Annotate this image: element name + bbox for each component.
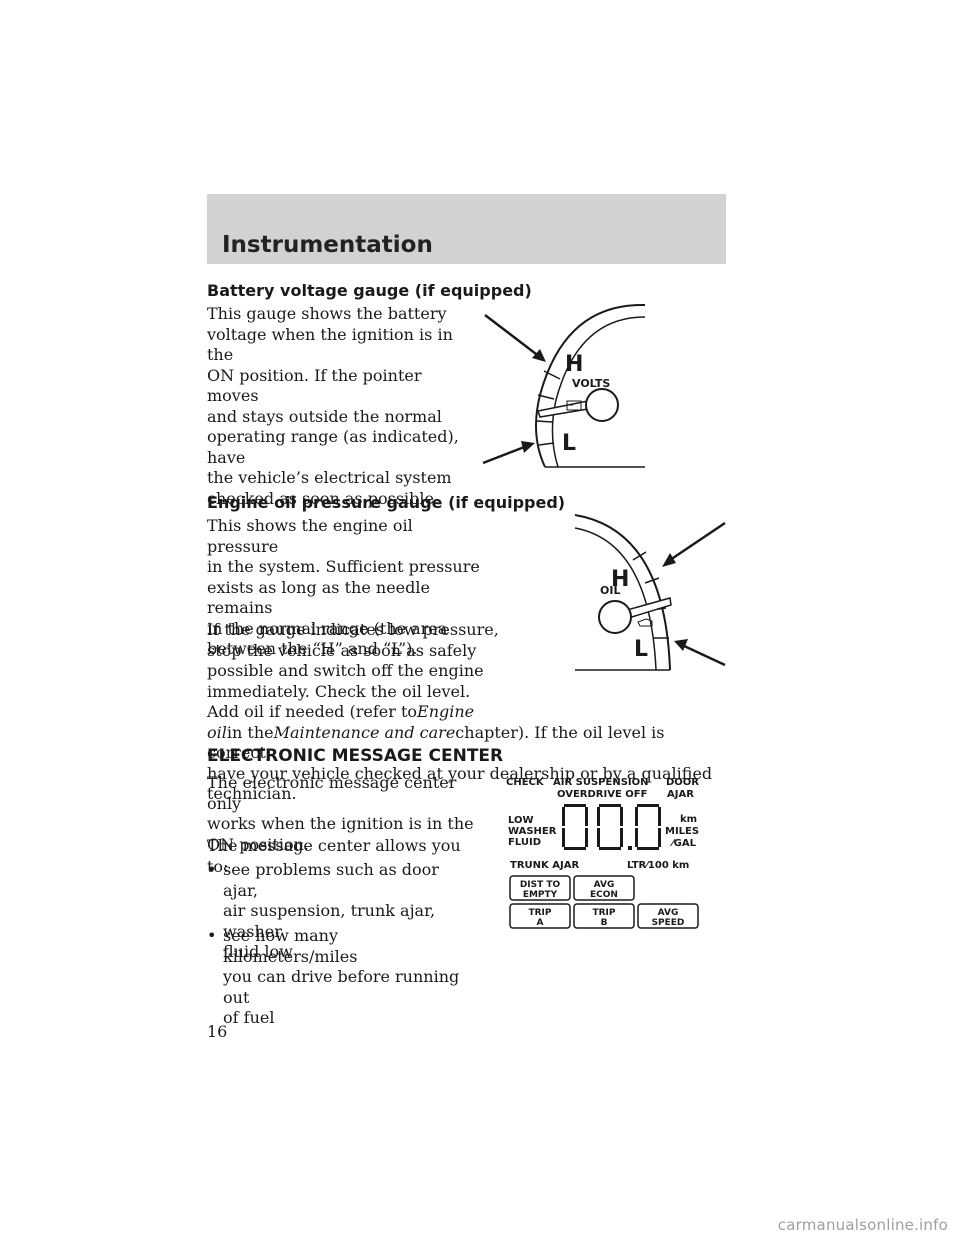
engine-oil-reference: Engine: [417, 702, 475, 721]
message-center-display-illustration: CHECK AIR SUSPENSION OVERDRIVE OFF DOOR …: [506, 777, 699, 929]
text-line: checked as soon as possible.: [207, 488, 440, 508]
button-label: TRIP: [528, 908, 551, 918]
text-line: operating range (as indicated), have: [207, 427, 459, 467]
check-indicator: CHECK: [506, 777, 545, 788]
overdrive-off-indicator: OVERDRIVE OFF: [557, 789, 647, 800]
oil-gauge-paragraph-2: If the gauge indicates low pressure, sto…: [207, 620, 727, 805]
battery-gauge-paragraph: This gauge shows the battery voltage whe…: [207, 304, 477, 509]
text-line: This shows the engine oil pressure: [207, 516, 413, 556]
text-line: This gauge shows the battery: [207, 304, 447, 323]
oil-gauge-heading: Engine oil pressure gauge (if equipped): [207, 493, 566, 512]
bullet-icon: •: [207, 926, 217, 945]
list-item-line: see how many kilometers/miles: [223, 926, 358, 966]
text-line: the vehicle’s electrical system: [207, 468, 452, 487]
page-number: 16: [207, 1022, 228, 1041]
section-header-band: Instrumentation: [207, 194, 726, 264]
emc-allows-text: The message center allows you to:: [207, 836, 461, 876]
text-line: immediately. Check the oil level.: [207, 681, 471, 701]
ltr-100km-unit: LTR⁄100 km: [627, 860, 689, 871]
km-unit: km: [680, 814, 697, 825]
text-line: voltage when the ignition is in the: [207, 324, 453, 365]
battery-gauge-low-label: L: [562, 431, 576, 456]
ajar-indicator: AJAR: [667, 789, 694, 800]
pointer-arrow-icon: [662, 521, 726, 567]
battery-gauge-heading: Battery voltage gauge (if equipped): [207, 281, 532, 300]
trip-b-button[interactable]: TRIP B: [573, 903, 635, 929]
text-line: technician.: [207, 784, 297, 803]
text-line: and stays outside the normal: [207, 406, 442, 426]
button-label: AVG: [594, 880, 615, 890]
emc-intro-paragraph: The electronic message center only works…: [207, 773, 487, 855]
list-item-line: of fuel: [223, 1008, 275, 1027]
button-label: AVG: [658, 908, 679, 918]
oil-gauge-paragraph-1: This shows the engine oil pressure in th…: [207, 516, 487, 660]
oil-gauge-high-label: H: [611, 567, 629, 592]
bullet-icon: •: [207, 860, 217, 879]
pointer-arrow-icon: [674, 639, 726, 667]
list-item-line: air suspension, trunk ajar, washer: [223, 901, 436, 941]
miles-unit: MILES: [665, 826, 699, 837]
air-suspension-indicator: AIR SUSPENSION: [553, 777, 649, 788]
button-label: SPEED: [652, 918, 685, 928]
watermark: carmanualsonline.info: [777, 1216, 948, 1234]
list-item: • see how many kilometers/miles you can …: [207, 926, 477, 1029]
avg-speed-button[interactable]: AVG SPEED: [637, 903, 699, 929]
text-line: The electronic message center only: [207, 773, 457, 813]
oil-gauge-low-label: L: [634, 637, 648, 662]
button-label: B: [601, 918, 608, 928]
text-line: have your vehicle checked at your dealer…: [207, 763, 713, 783]
dist-to-empty-button[interactable]: DIST TO EMPTY: [509, 875, 571, 901]
text-line: possible and switch off the engine: [207, 661, 484, 680]
text-line: If the gauge indicates low pressure,: [207, 620, 499, 639]
oil-pressure-gauge-illustration: H OIL L: [574, 514, 672, 671]
button-label: A: [537, 918, 544, 928]
emc-heading: ELECTRONIC MESSAGE CENTER: [207, 746, 504, 766]
door-indicator: DOOR: [666, 777, 699, 788]
gal-unit: ⁄GAL: [670, 838, 697, 849]
battery-gauge-high-label: H: [565, 352, 583, 377]
pointer-arrow-icon: [484, 314, 546, 362]
pointer-arrow-icon: [482, 441, 535, 465]
text-line: exists as long as the needle remains: [207, 577, 430, 618]
text-line: in the system. Sufficient pressure: [207, 557, 480, 576]
text-line: Add oil if needed (refer toEngine: [207, 702, 475, 721]
text-line: ON position.: [207, 834, 309, 854]
list-item-line: fluid low: [223, 942, 293, 961]
segment-digits-display: [562, 804, 661, 850]
text-line: between the “H” and “L”).: [207, 639, 418, 658]
avg-econ-button[interactable]: AVG ECON: [573, 875, 635, 901]
text-line: ON position. If the pointer moves: [207, 365, 422, 406]
oil-gauge-oil-label: OIL: [600, 584, 620, 597]
battery-gauge-volts-label: VOLTS: [572, 377, 610, 390]
text-line: oilin theMaintenance and carechapter). I…: [207, 722, 665, 763]
button-label: ECON: [590, 890, 618, 900]
low-indicator: LOW: [508, 815, 534, 826]
list-item-line: see problems such as door ajar,: [223, 860, 439, 900]
battery-voltage-gauge-illustration: H VOLTS L: [482, 303, 646, 468]
text-line: in the normal range (the area: [207, 618, 448, 638]
list-item: • see problems such as door ajar, air su…: [207, 860, 477, 963]
text-line: stop the vehicle as soon as safely: [207, 640, 477, 660]
trunk-ajar-indicator: TRUNK AJAR: [510, 860, 579, 871]
button-label: EMPTY: [523, 890, 558, 900]
trip-a-button[interactable]: TRIP A: [509, 903, 571, 929]
fluid-indicator: FLUID: [508, 837, 541, 848]
list-item-line: you can drive before running out: [223, 967, 460, 1007]
engine-oil-reference: oil: [207, 722, 227, 742]
text-line: works when the ignition is in the: [207, 814, 474, 833]
button-label: DIST TO: [520, 880, 561, 890]
section-header-title: Instrumentation: [222, 232, 433, 258]
washer-indicator: WASHER: [508, 826, 557, 837]
button-label: TRIP: [592, 908, 615, 918]
oil-gauge-arrows: [662, 521, 726, 667]
maintenance-chapter-reference: Maintenance and care: [273, 722, 456, 742]
